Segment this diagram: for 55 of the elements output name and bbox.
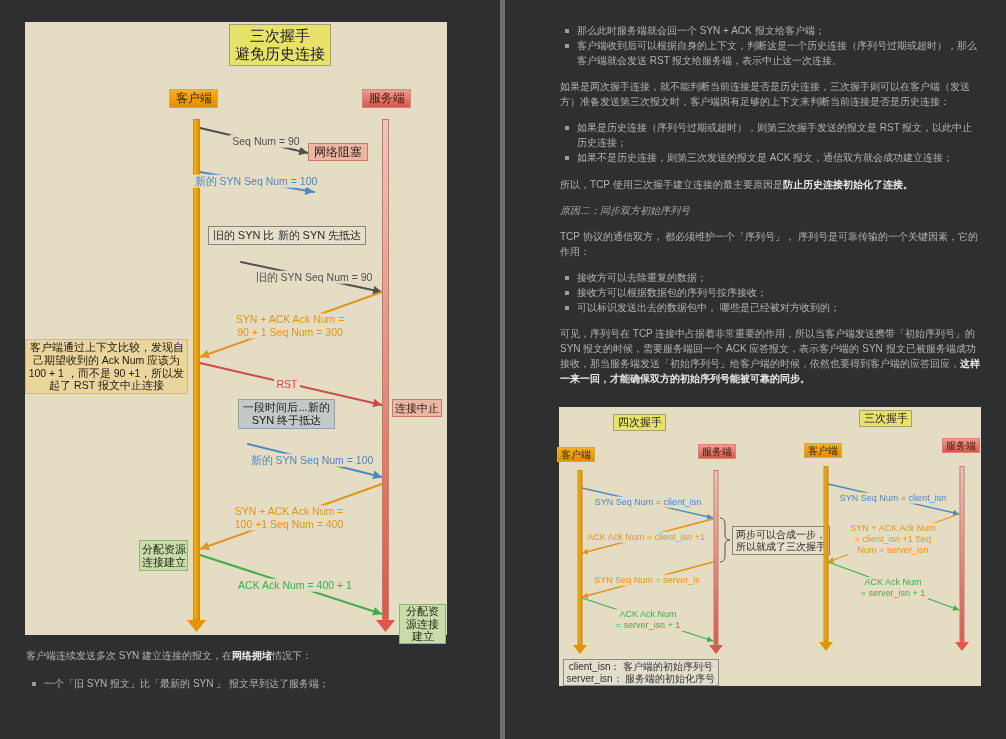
edge-label: ACK Ack Num = server_isn + 1: [858, 577, 928, 599]
edge-label: SYN Seq Num = client_isn: [592, 496, 704, 508]
edge-label: SYN Seq Num = server_is: [591, 574, 703, 586]
list-item-text: 接收方可以去除重复的数据；: [577, 271, 707, 285]
edge-label: Seq Num = 90: [229, 134, 303, 148]
server-header: 服务端: [698, 444, 736, 459]
legend-box: [563, 659, 719, 686]
list-item-text: 客户端收到后可以根据自身的上下文，判断这是一个历史连接（序列号过期或超时），那么客户端就会发送 RST 报文给服务端，表示中止这一次连接。: [577, 39, 978, 68]
legend-text: client_isn： 客户端的初始序列号: [568, 660, 714, 673]
client-lifeline: [187, 119, 206, 632]
legend-text: server_isn： 服务端的初始化序号: [566, 672, 716, 685]
client-header: 客户端: [804, 443, 842, 458]
list-item-text: 如果不是历史连接，则第三次发送的报文是 ACK 报文，通信双方就会成功建立连接；: [577, 151, 954, 165]
server-lifeline: [708, 470, 723, 654]
note-box: 旧的 SYN 比 新的 SYN 先抵达: [208, 226, 366, 245]
edge-label: ACK Ack Num = client_isn +1: [584, 531, 708, 543]
status-tag: 分配资源连接建立: [139, 540, 188, 571]
title-box: 三次握手: [859, 410, 912, 427]
subtitle-text: 避免历史连接: [235, 45, 325, 63]
paragraph: 可见，序列号在 TCP 连接中占据着非常重要的作用，所以当客户端发送携带「初始序列号」的 SYN 报文的时候，需要服务端回一个 ACK 应答报文，表示客户端的 SYN 报文已被服务端成功接收，那当服务端发送「初始序列号」给客户端的时候，依然也要得到客户端的应答回应，这样一来一回，才能确保双方的初始序列号能被可靠的同步。: [560, 327, 981, 386]
title-box: [229, 24, 331, 66]
note-box: 客户端通过上下文比较，发现自己期望收到的 Ack Num 应该为 100 + 1 ，而不是 90 +1，所以发起了 RST 报文中止连接: [25, 339, 188, 394]
section-heading: 原因二：同步双方初始序列号: [560, 204, 690, 218]
edge-label: 新的 SYN Seq Num = 100: [248, 453, 376, 467]
status-tag: 分配资源连接建立: [399, 604, 446, 644]
note-box: 一段时间后...新的 SYN 终于抵达: [238, 399, 335, 429]
list-item-text: 接收方可以根据数据包的序列号按序接收；: [577, 286, 767, 300]
edge-label: ACK Ack Num = server_isn + 1: [613, 609, 683, 631]
edge-label: RST: [274, 377, 300, 391]
server-lifeline: [954, 466, 969, 651]
edge-label: ACK Ack Num = 400 + 1: [235, 578, 355, 592]
paragraph: 客户端连续发送多次 SYN 建立连接的报文，在网络拥堵情况下：: [26, 649, 313, 663]
status-tag: 连接中止: [392, 399, 442, 417]
title-box: 四次握手: [613, 414, 666, 431]
status-tag: 网络阻塞: [308, 143, 368, 161]
edge-label: SYN Seq Num = client_isn: [837, 492, 949, 504]
list-item-text: 如果是历史连接（序列号过期或超时），则第三次握手发送的报文是 RST 报文，以此中止历史连接；: [577, 121, 974, 150]
paragraph: TCP 协议的通信双方， 都必须维护一个「序列号」， 序列号是可靠传输的一个关键因素，它的作用：: [560, 230, 980, 259]
client-header: 客户端: [557, 447, 595, 462]
edge-label: 新的 SYN Seq Num = 100: [192, 174, 320, 188]
list-item-text: 那么此时服务端就会回一个 SYN + ACK 报文给客户端；: [577, 24, 825, 38]
paragraph: 所以，TCP 使用三次握手建立连接的最主要原因是防止历史连接初始化了连接。: [560, 178, 913, 192]
server-header: 服务端: [942, 438, 980, 453]
client-lifeline: [572, 470, 587, 654]
list-item-text: 一个「旧 SYN 报文」比「最新的 SYN 」 报文早到达了服务端；: [44, 677, 329, 691]
paragraph: 如果是两次握手连接，就不能判断当前连接是否是历史连接，三次握手则可以在客户端（发送方）准备发送第三次报文时，客户端因有足够的上下文来判断当前连接是否是历史连接：: [560, 80, 971, 109]
list-item-text: 可以标识发送出去的数据包中， 哪些是已经被对方收到的；: [577, 301, 840, 315]
edge-label: SYN + ACK Ack Num = 90 + 1 Seq Num = 300: [233, 313, 347, 339]
edge-label: SYN + ACK Ack Num = 100 +1 Seq Num = 400: [232, 505, 346, 531]
server-header: 服务端: [362, 89, 411, 108]
client-header: 客户端: [169, 89, 218, 108]
title-text: 三次握手: [250, 27, 310, 45]
note-box: 两步可以合成一步，所以就成了三次握手: [732, 526, 830, 555]
edge-label: SYN + ACK Ack Num = client_isn +1 Seq Num = server_isn: [847, 522, 939, 556]
server-lifeline: [376, 119, 395, 632]
